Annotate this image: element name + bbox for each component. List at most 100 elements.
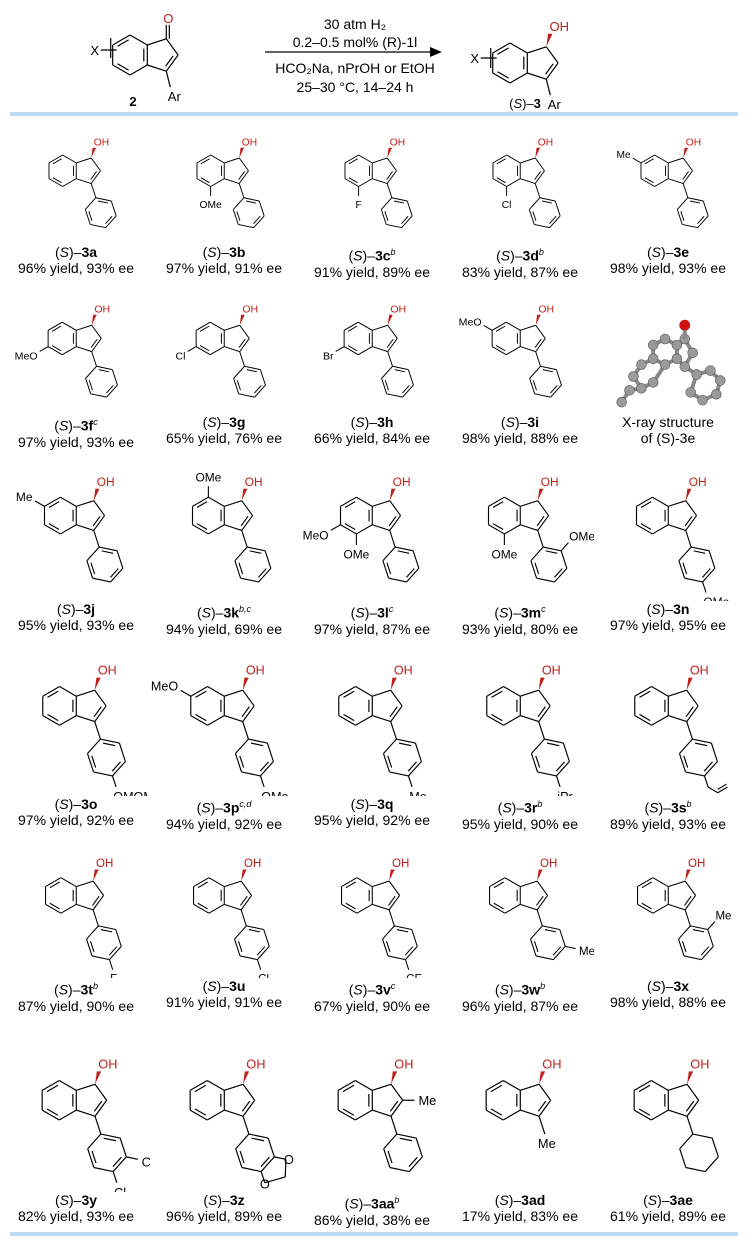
double-bond (51, 325, 62, 332)
structure: OHF (45, 858, 122, 978)
compound-label: (S)–3mc (494, 604, 546, 621)
substituent-bond (407, 775, 413, 788)
bond (502, 1109, 521, 1121)
aryl-bond (560, 550, 568, 569)
xray-atom (705, 365, 716, 376)
aryl-bond (259, 369, 266, 386)
bond (224, 1083, 244, 1091)
compound-label: (S)–3a (54, 244, 98, 260)
xray-atom (671, 353, 683, 364)
double-bond (253, 215, 261, 225)
aryl-bond (690, 925, 708, 931)
double-bond (497, 71, 509, 79)
stereo-wedge (685, 869, 691, 882)
aryl-bond (380, 197, 393, 210)
double-bond (533, 940, 539, 953)
bond (338, 715, 356, 726)
bond (48, 154, 63, 164)
bond (505, 321, 521, 331)
aryl-bond (266, 742, 274, 762)
bond (189, 1109, 208, 1121)
double-bond (639, 713, 651, 722)
double-bond (256, 946, 266, 956)
bond (372, 157, 388, 164)
aryl-bond (678, 938, 685, 957)
aryl-bond (238, 223, 254, 229)
compound-id: 3j (83, 601, 96, 617)
bond (520, 1109, 540, 1117)
bond (509, 42, 528, 54)
compound-id: 3c (374, 247, 391, 264)
double-bond (108, 946, 118, 956)
aryl-bond (405, 946, 418, 960)
footnote-mark: b (537, 799, 543, 809)
double-bond (194, 1108, 207, 1116)
bond (505, 346, 521, 356)
double-bond (497, 47, 509, 55)
aryl-bond (392, 365, 409, 371)
bond (60, 524, 77, 535)
bond (284, 1159, 287, 1177)
aryl-bond (395, 546, 414, 552)
bond (685, 500, 698, 516)
config-label: S (59, 244, 69, 260)
bond (488, 524, 505, 535)
double-bond (111, 761, 121, 772)
bond (386, 183, 393, 198)
double-bond (638, 1108, 651, 1116)
bond (241, 500, 254, 516)
substituent-bond (703, 775, 709, 788)
bond (224, 500, 242, 507)
aryl-bond (243, 197, 260, 202)
aryl-bond (394, 925, 412, 931)
substituent-bond (108, 959, 114, 970)
aryl-bond (386, 223, 402, 229)
substituent-bond (483, 325, 493, 331)
aryl-bond (110, 567, 124, 583)
compound-id: 3v (375, 981, 391, 998)
config-label: S (353, 247, 363, 264)
config-label: S (499, 604, 509, 621)
double-bond (386, 171, 393, 180)
double-bond (542, 369, 554, 373)
config-label: S (500, 247, 511, 264)
bond (634, 715, 652, 726)
double-bond (552, 946, 562, 956)
bond (165, 54, 179, 72)
bond (520, 715, 539, 723)
aryl-bond (86, 546, 100, 562)
double-bond (347, 325, 358, 332)
aryl-bond (383, 1133, 398, 1150)
substituent-label: Cl (258, 974, 269, 978)
bond (41, 1109, 60, 1121)
aryl-bond (542, 925, 560, 931)
xray-atom (711, 389, 722, 400)
double-bond (239, 755, 245, 768)
substituent-label: OMe (261, 790, 288, 796)
bond (545, 46, 559, 64)
double-bond (112, 1156, 122, 1167)
aryl-bond (412, 550, 420, 569)
double-bond (93, 1100, 103, 1112)
aryl-bond (235, 1148, 243, 1168)
double-bond (51, 345, 62, 352)
aryl-bond (554, 567, 568, 583)
config-label: S (61, 601, 71, 617)
condition-base-solvent: HCO₂Na, nPrOH or EtOH (275, 60, 435, 76)
substituent-label: OMe (195, 471, 221, 485)
double-bond (544, 929, 557, 933)
yield-ee: 89% yield, 93% ee (610, 815, 726, 832)
bond (390, 689, 403, 707)
xray-atom (659, 333, 671, 345)
bond (45, 903, 62, 914)
aryl-bond (260, 761, 274, 777)
methyl-label: Me (538, 1136, 556, 1151)
compound-id: 3a (81, 244, 98, 260)
hydroxyl-label: OH (96, 858, 113, 870)
